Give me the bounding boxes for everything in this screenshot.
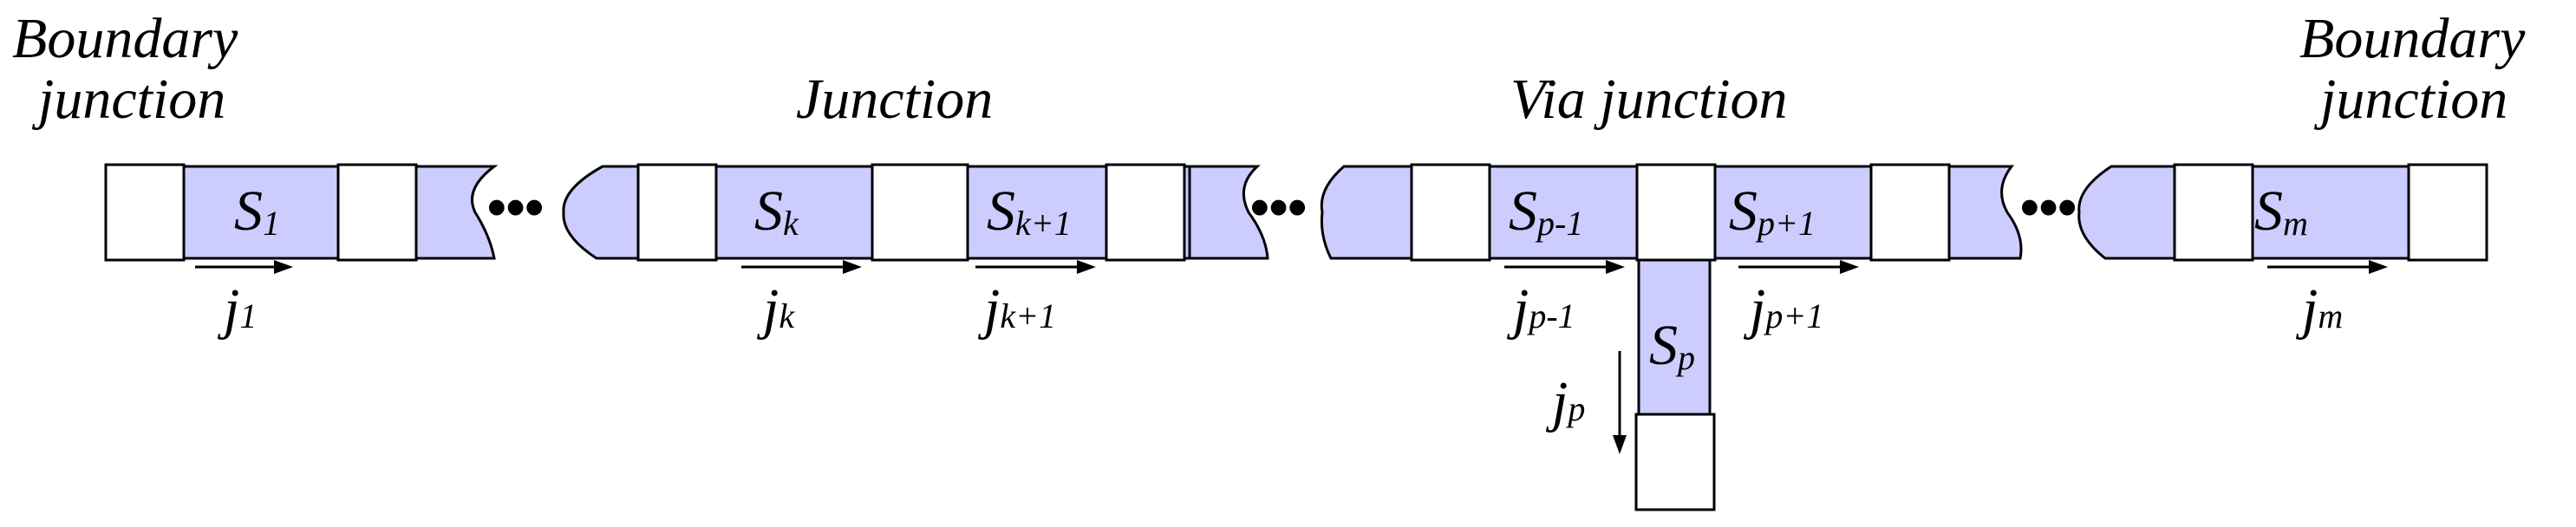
label-s1: S1 [234, 179, 280, 243]
boundary-junction-right [2407, 163, 2488, 262]
label-sp: Sp [1649, 314, 1695, 377]
heading-boundary-right-line2: junction [2313, 68, 2508, 131]
segment-s1-continuation [413, 165, 499, 260]
label-jp-minus-1: jp-1 [1506, 277, 1575, 341]
label-jk: jk [756, 277, 795, 341]
junction-box [2173, 163, 2254, 262]
arrow-jp-minus-1 [1504, 260, 1625, 274]
heading-boundary-left-line1: Boundary [12, 7, 238, 70]
arrow-jp-plus-1 [1738, 260, 1859, 274]
heading-via-junction: Via junction [1510, 68, 1788, 131]
arrow-jm [2267, 260, 2388, 274]
label-sp-minus-1: Sp-1 [1509, 179, 1583, 243]
segment-sp [1637, 258, 1712, 416]
via-junction-box [1635, 163, 1717, 262]
ellipsis-1: ••• [487, 178, 544, 237]
label-jp: jp [1545, 370, 1585, 433]
ellipsis-3: ••• [2020, 178, 2077, 237]
label-jm: jm [2295, 277, 2343, 341]
junction-box [336, 163, 418, 262]
junction-box [1410, 163, 1491, 262]
ellipsis-2: ••• [1250, 178, 1307, 237]
heading-junction: Junction [796, 68, 993, 131]
heading-boundary-right-line1: Boundary [2299, 7, 2526, 70]
label-sm: Sm [2254, 179, 2308, 243]
arrow-jk1 [975, 260, 1096, 274]
label-sk: Sk [754, 179, 799, 243]
arrow-jp [1613, 351, 1627, 454]
heading-boundary-left-line2: junction [31, 68, 225, 131]
via-end-junction-box [1634, 413, 1716, 511]
label-sk1: Sk+1 [987, 179, 1072, 243]
arrow-jk [741, 260, 862, 274]
boundary-junction-left [104, 163, 186, 262]
label-jk1: jk+1 [977, 277, 1056, 341]
arrow-j1 [195, 260, 293, 274]
junction-box [871, 163, 969, 262]
junction-box [1869, 163, 1951, 262]
label-j1: j1 [217, 277, 257, 341]
segment-s1 [163, 165, 340, 260]
label-sp-plus-1: Sp+1 [1729, 179, 1816, 243]
junction-box [1105, 163, 1186, 262]
segment-k-continuation [1188, 165, 1269, 260]
junction-box [636, 163, 718, 262]
label-jp-plus-1: jp+1 [1743, 277, 1823, 341]
